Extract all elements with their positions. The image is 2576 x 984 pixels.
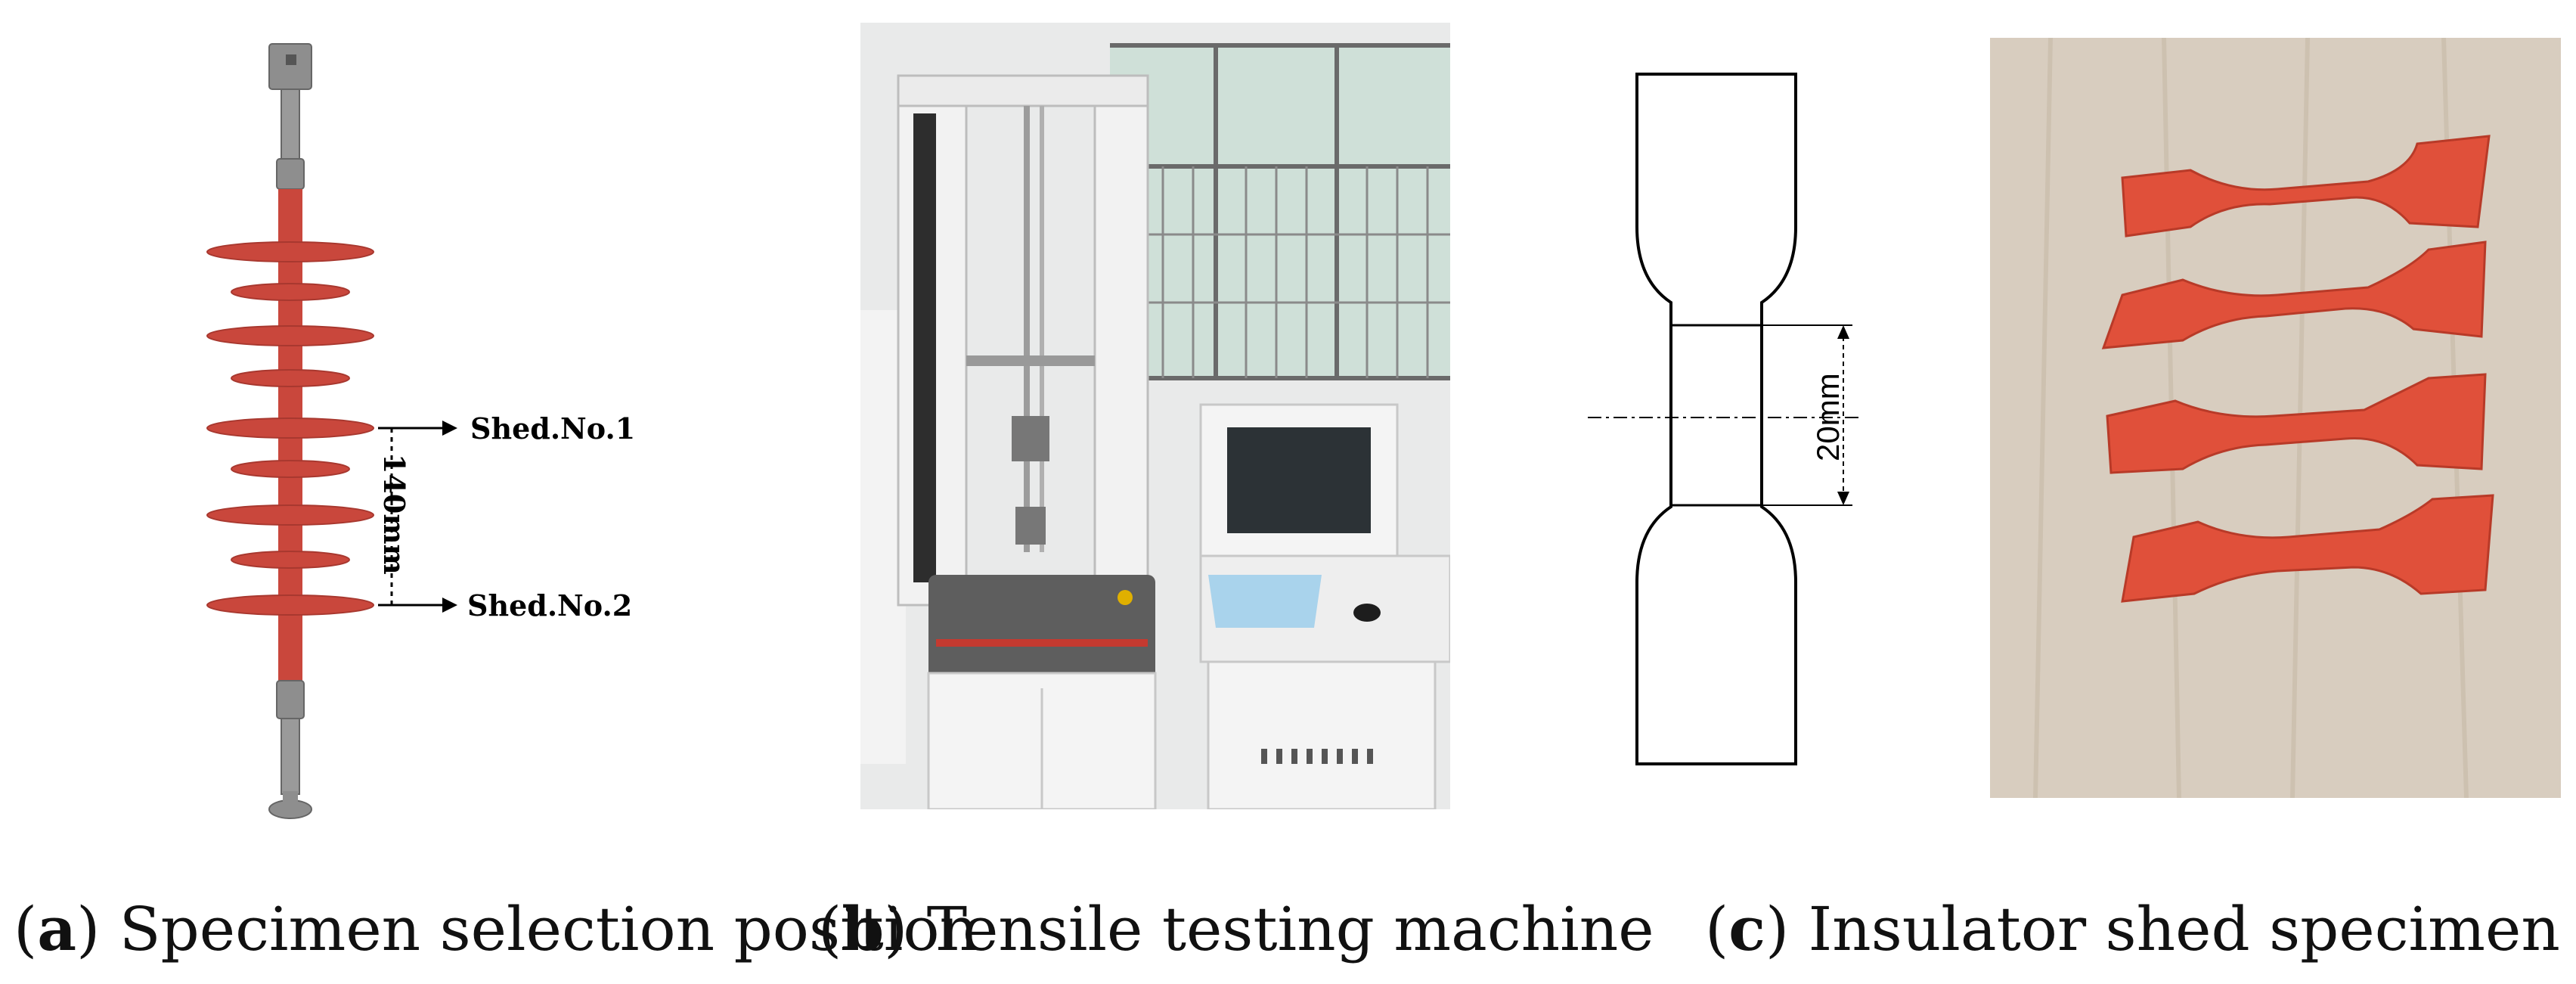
tensile-machine-photo [860, 23, 1450, 809]
caption-c-text: Insulator shed specimen [1808, 894, 2560, 964]
caption-a-letter: a [37, 893, 77, 964]
insulator-sheds [206, 241, 374, 616]
panel-c-photo [1990, 38, 2561, 798]
caption-c-letter: c [1728, 893, 1765, 964]
machine-base [928, 575, 1155, 681]
caption-b: (b) Tensile testing machine [818, 893, 1654, 964]
specimens-photo [1990, 38, 2561, 798]
spacing-label: 140mm [377, 454, 411, 575]
shed-2-label: Shed.No.2 [467, 588, 632, 622]
arrow-shed-1-icon [442, 421, 457, 436]
arrow-shed-2-icon [442, 598, 457, 613]
dimension-arrow-bottom-icon [1837, 492, 1849, 505]
caption-a-text: Specimen selection position [119, 894, 979, 964]
window [1110, 45, 1450, 378]
caption-a: (a) Specimen selection position [14, 893, 979, 964]
insulator-illustration: Shed.No.1 Shed.No.2 140mm [206, 43, 635, 819]
bottom-end-fitting [276, 680, 305, 719]
caption-b-letter: b [842, 893, 885, 964]
shed-1-label: Shed.No.1 [470, 411, 635, 445]
top-end-fitting [268, 43, 312, 90]
specimen-strips [2101, 135, 2494, 603]
dimension-label: 20mm [1810, 373, 1846, 461]
machine-right-column [1093, 89, 1149, 607]
dimension-arrow-top-icon [1837, 325, 1849, 339]
specimen-dimension-drawing: 20mm [1588, 73, 1860, 765]
panel-b-photo [860, 23, 1450, 809]
caption-b-text: Tensile testing machine [926, 894, 1654, 964]
panel-c-drawing: 20mm [1542, 53, 1951, 794]
caption-c: (c) Insulator shed specimen [1705, 893, 2560, 964]
monitor-screen [1227, 427, 1371, 533]
dumbbell-outline [1635, 73, 1797, 765]
panel-a-insulator: Shed.No.1 Shed.No.2 140mm [0, 0, 756, 870]
